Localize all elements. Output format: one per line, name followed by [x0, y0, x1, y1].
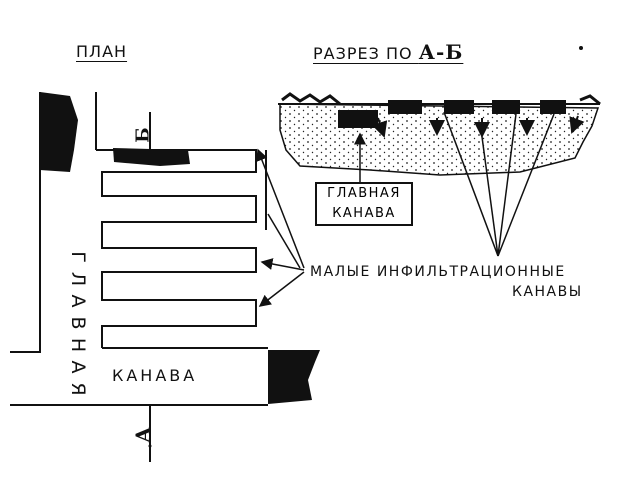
section-view [278, 92, 601, 176]
section-main-canal [338, 110, 378, 128]
main-canal-left-bank [10, 92, 41, 353]
section-ditch-2 [444, 100, 474, 114]
section-ditch-1 [388, 100, 422, 114]
plan-title: ПЛАН [76, 42, 128, 61]
infiltration-ditch-comb [96, 149, 257, 348]
specks [148, 46, 583, 448]
plan-dark-patches [40, 92, 320, 404]
plan-view [10, 92, 268, 462]
plan-vertical-letter: Я [67, 382, 89, 396]
plan-vertical-letter: Н [67, 337, 89, 353]
section-marker-a: А [131, 426, 156, 444]
section-ditch-4 [540, 100, 566, 114]
section-ditch-3 [492, 100, 520, 114]
main-canal-label-box: ГЛАВНАЯ КАНАВА [315, 182, 413, 226]
plan-horizontal-label: КАНАВА [112, 366, 198, 385]
grass-left [281, 92, 341, 106]
section-title: РАЗРЕЗ ПО А-Б [313, 42, 463, 62]
leader-lines [256, 111, 555, 307]
dark-patch-bottom-right [268, 350, 320, 404]
dark-patch-bank-b [113, 148, 190, 166]
plan-vertical-letter: В [67, 316, 89, 330]
section-title-prefix: РАЗРЕЗ ПО [313, 44, 419, 63]
section-title-letters: А-Б [418, 40, 464, 64]
plan-vertical-letter: Г [67, 251, 89, 263]
infiltration-label-line1: МАЛЫЕ ИНФИЛЬТРАЦИОННЫЕ [310, 264, 566, 280]
main-canal-label-line1: ГЛАВНАЯ [327, 186, 401, 201]
grass-right [579, 94, 601, 106]
plan-vertical-letter: А [67, 294, 89, 308]
plan-vertical-letter: Л [67, 271, 89, 287]
section-marker-b: Б [132, 127, 154, 143]
plan-vertical-letter: А [67, 360, 89, 374]
infiltration-label-line2: КАНАВЫ [512, 284, 583, 300]
dark-patch-top-left [40, 92, 78, 172]
main-canal-label-line2: КАНАВА [332, 206, 396, 221]
soil-body [279, 103, 600, 176]
